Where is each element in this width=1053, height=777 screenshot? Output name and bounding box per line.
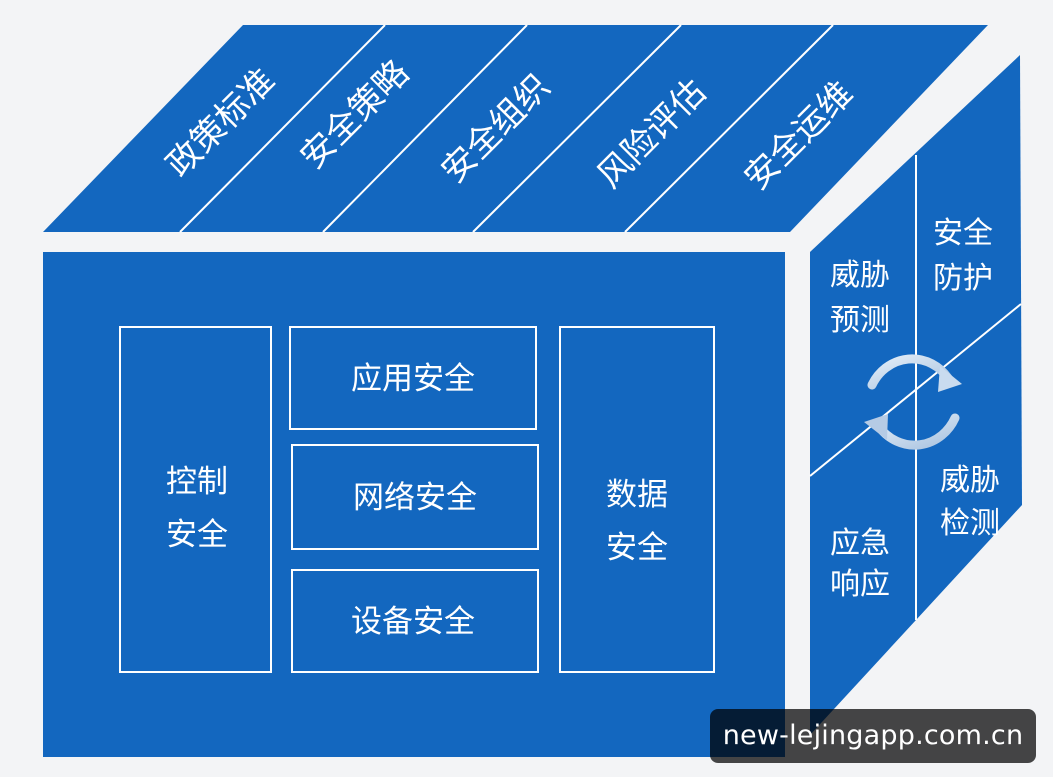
network-security-box (291, 444, 539, 550)
top-face: 政策标准 安全策略 安全组织 风险评估 安全运维 (43, 24, 988, 233)
side-face: 威胁 预测 安全 防护 威胁 检测 应急 响应 (809, 55, 1022, 735)
side-divider-diagonal (809, 303, 1022, 477)
watermark-badge: new-lejingapp.com.cn (710, 709, 1036, 763)
control-security-label-line2: 安全 (166, 517, 228, 553)
data-security-label-line1: 数据 (606, 477, 668, 513)
threat-prediction-label-line2: 预测 (830, 303, 890, 338)
data-security-label-line2: 安全 (606, 530, 668, 566)
front-face: 控制 安全 应用安全 网络安全 设备安全 数据 安全 (43, 252, 785, 757)
threat-detection-label-line1: 威胁 (940, 463, 1000, 498)
top-divider (624, 24, 834, 233)
top-divider (179, 24, 386, 233)
data-security-box (559, 326, 715, 673)
control-security-label-line1: 控制 (166, 464, 228, 500)
top-divider (472, 24, 682, 233)
device-security-box (291, 569, 539, 673)
security-protection-label-line2: 防护 (933, 261, 993, 296)
top-divider (322, 24, 528, 233)
control-security-box (119, 326, 272, 673)
threat-detection-label-line2: 检测 (940, 506, 1000, 541)
application-security-label: 应用安全 (351, 361, 475, 397)
application-security-box (289, 326, 537, 430)
network-security-label: 网络安全 (353, 480, 477, 516)
emergency-response-label-line2: 响应 (830, 567, 890, 602)
threat-prediction-label-line1: 威胁 (830, 258, 890, 293)
device-security-label: 设备安全 (351, 604, 475, 640)
top-face-panel (43, 25, 988, 232)
cycle-arrows-icon (864, 354, 962, 450)
emergency-response-label-line1: 应急 (830, 526, 890, 561)
security-protection-label-line1: 安全 (933, 216, 993, 251)
